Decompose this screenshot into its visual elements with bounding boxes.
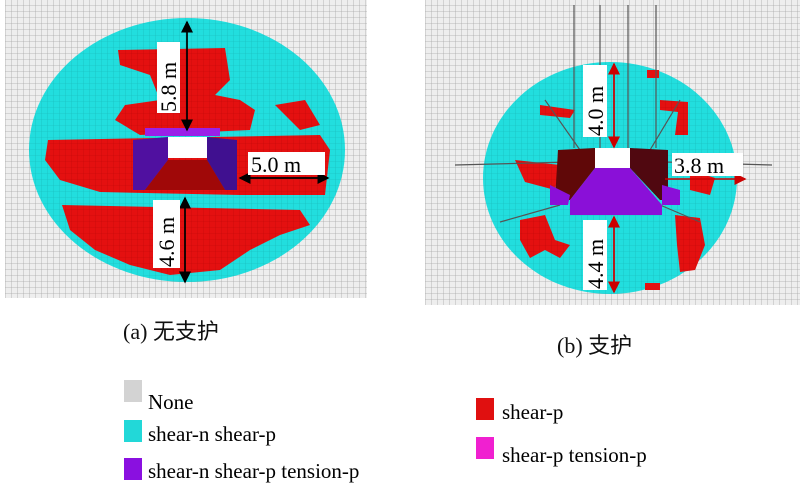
legend-label-shear-p-tension-p: shear-p tension-p <box>502 443 647 467</box>
panel-b-caption: (b) 支护 <box>557 333 633 358</box>
panel-a-plastic-zone: 5.8 m 5.0 m 4.6 m <box>5 0 367 298</box>
panel-a-top-depth-label: 5.8 m <box>156 62 181 112</box>
legend-label-shear-n-shear-p-tension-p: shear-n shear-p tension-p <box>148 459 360 483</box>
legend-label-none: None <box>148 390 194 414</box>
panel-b-top-depth-label: 4.0 m <box>583 86 608 136</box>
legend-swatch-shear-n-shear-p <box>124 420 142 442</box>
panel-a-caption: (a) 无支护 <box>123 319 219 344</box>
legend-swatch-shear-n-shear-p-tension-p <box>124 458 142 480</box>
panel-b-bottom-depth-label: 4.4 m <box>583 239 608 289</box>
legend-swatch-shear-p <box>476 398 494 420</box>
panel-a-bottom-depth-label: 4.6 m <box>154 217 179 267</box>
legend-swatch-none <box>124 380 142 402</box>
panel-b-plastic-zone: 4.0 m 3.8 m 4.4 m <box>425 0 800 305</box>
panel-b-side-depth-label: 3.8 m <box>674 153 724 178</box>
legend-swatch-shear-p-tension-p <box>476 437 494 459</box>
legend-label-shear-n-shear-p: shear-n shear-p <box>148 422 277 446</box>
panel-a-side-depth-label: 5.0 m <box>251 152 301 177</box>
legend-label-shear-p: shear-p <box>502 400 564 424</box>
